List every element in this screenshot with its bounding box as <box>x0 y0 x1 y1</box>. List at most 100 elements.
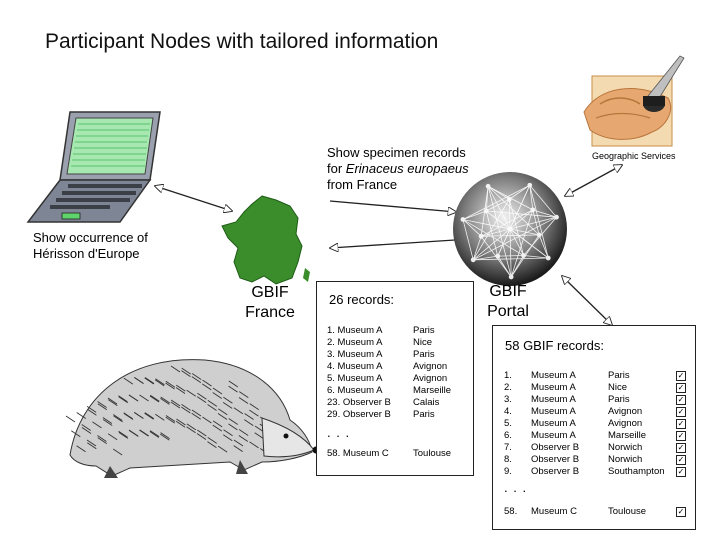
france-records-header: 26 records: <box>329 292 395 307</box>
record-place: Avignon <box>608 418 643 429</box>
gbif-france-line1: GBIF <box>251 284 289 301</box>
record-number: 58. <box>504 506 518 517</box>
checkbox-icon[interactable]: ✓ <box>676 371 686 381</box>
record-number: 2. <box>504 382 512 393</box>
record-place: Nice <box>413 337 433 348</box>
show-occurrence-line2: Hérisson d'Europe <box>33 246 140 261</box>
record-place: Avignon <box>413 361 448 372</box>
checkbox-icon[interactable]: ✓ <box>676 507 686 517</box>
gbif-france-line2: France <box>245 304 295 321</box>
record-source: Museum A <box>531 418 576 429</box>
record-place: Paris <box>413 409 435 420</box>
record-place: Calais <box>413 397 440 408</box>
record-source: 58. Museum C <box>327 448 389 459</box>
record-place: Paris <box>413 349 435 360</box>
gbif-records-list: 1. Museum A Paris ✓ 2. Museum A Nice ✓ 3. Museum … <box>504 370 689 480</box>
list-item: 5. Museum A Avignon ✓ <box>504 418 689 430</box>
gbif-portal-label: GBIF Portal <box>476 282 540 322</box>
gbif-records-last-row: 58. Museum C Toulouse ✓ <box>504 506 689 518</box>
record-place: Nice <box>608 382 628 393</box>
record-place: Paris <box>608 370 630 381</box>
record-place: Paris <box>608 394 630 405</box>
record-source: Observer B <box>531 454 580 465</box>
record-source: Museum A <box>531 370 576 381</box>
record-number: 7. <box>504 442 512 453</box>
list-item: 29. Observer B Paris <box>327 409 467 421</box>
list-item: 1. Museum A Paris ✓ <box>504 370 689 382</box>
checkbox-icon[interactable]: ✓ <box>676 419 686 429</box>
record-source: 29. Observer B <box>327 409 391 420</box>
record-place: Avignon <box>608 406 643 417</box>
france-records-ellipsis: . . . <box>327 425 351 440</box>
record-number: 5. <box>504 418 512 429</box>
record-place: Avignon <box>413 373 448 384</box>
list-item: 4. Museum A Avignon ✓ <box>504 406 689 418</box>
record-source: 6. Museum A <box>327 385 383 396</box>
record-source: Museum C <box>531 506 577 517</box>
checkbox-icon[interactable]: ✓ <box>676 443 686 453</box>
page-title: Participant Nodes with tailored informat… <box>45 30 439 53</box>
record-place: Southampton <box>608 466 665 477</box>
show-specimen-line3: from France <box>327 177 398 192</box>
list-item: 7. Observer B Norwich ✓ <box>504 442 689 454</box>
record-place: Toulouse <box>413 448 452 459</box>
gbif-records-box: 58 GBIF records: 1. Museum A Paris ✓ 2. Museu… <box>492 325 696 530</box>
checkbox-icon[interactable]: ✓ <box>676 383 686 393</box>
species-name: Erinaceus europaeus <box>345 161 469 176</box>
checkbox-icon[interactable]: ✓ <box>676 431 686 441</box>
show-occurrence-line1: Show occurrence of <box>33 230 148 245</box>
record-source: Museum A <box>531 382 576 393</box>
record-source: 3. Museum A <box>327 349 383 360</box>
list-item: 3. Museum A Paris ✓ <box>504 394 689 406</box>
show-specimen-line1: Show specimen records <box>327 145 466 160</box>
record-place: Norwich <box>608 442 643 453</box>
france-map-icon <box>221 195 303 285</box>
record-source: 1. Museum A <box>327 325 383 336</box>
list-item: 2. Museum A Nice ✓ <box>504 382 689 394</box>
list-item: 23. Observer B Calais <box>327 397 467 409</box>
record-source: Museum A <box>531 406 576 417</box>
record-number: 1. <box>504 370 512 381</box>
geographic-services-label: Geographic Services <box>592 151 676 161</box>
show-occurrence-text: Show occurrence of Hérisson d'Europe <box>33 230 148 262</box>
record-source: 2. Museum A <box>327 337 383 348</box>
record-source: Observer B <box>531 442 580 453</box>
record-number: 6. <box>504 430 512 441</box>
show-specimen-text: Show specimen records for Erinaceus euro… <box>327 145 469 193</box>
record-source: 23. Observer B <box>327 397 391 408</box>
gbif-records-ellipsis: . . . <box>504 480 528 495</box>
network-globe-icon <box>453 172 567 286</box>
show-specimen-line2: for Erinaceus europaeus <box>327 161 469 177</box>
record-source: 5. Museum A <box>327 373 383 384</box>
record-place: Paris <box>413 325 435 336</box>
record-place: Marseille <box>608 430 647 441</box>
france-records-last-row: 58. Museum C Toulouse <box>327 448 467 460</box>
record-number: 4. <box>504 406 512 417</box>
list-item: 4. Museum A Avignon <box>327 361 467 373</box>
record-number: 3. <box>504 394 512 405</box>
record-number: 9. <box>504 466 512 477</box>
gbif-records-header: 58 GBIF records: <box>505 338 604 353</box>
checkbox-icon[interactable]: ✓ <box>676 407 686 417</box>
list-item: 8. Observer B Norwich ✓ <box>504 454 689 466</box>
list-item: 3. Museum A Paris <box>327 349 467 361</box>
scroll-quill-icon <box>583 55 685 147</box>
hedgehog-icon <box>65 359 320 478</box>
checkbox-icon[interactable]: ✓ <box>676 395 686 405</box>
gbif-france-label: GBIF France <box>236 283 304 323</box>
record-place: Toulouse <box>608 506 647 517</box>
record-place: Norwich <box>608 454 643 465</box>
list-item: 1. Museum A Paris <box>327 325 467 337</box>
checkbox-icon[interactable]: ✓ <box>676 467 686 477</box>
gbif-portal-line1: GBIF <box>489 283 527 300</box>
record-number: 8. <box>504 454 512 465</box>
record-source: Museum A <box>531 394 576 405</box>
france-records-box: 26 records: 1. Museum A Paris 2. Museum A N… <box>316 281 474 476</box>
checkbox-icon[interactable]: ✓ <box>676 455 686 465</box>
gbif-portal-line2: Portal <box>487 303 529 320</box>
record-source: 4. Museum A <box>327 361 383 372</box>
